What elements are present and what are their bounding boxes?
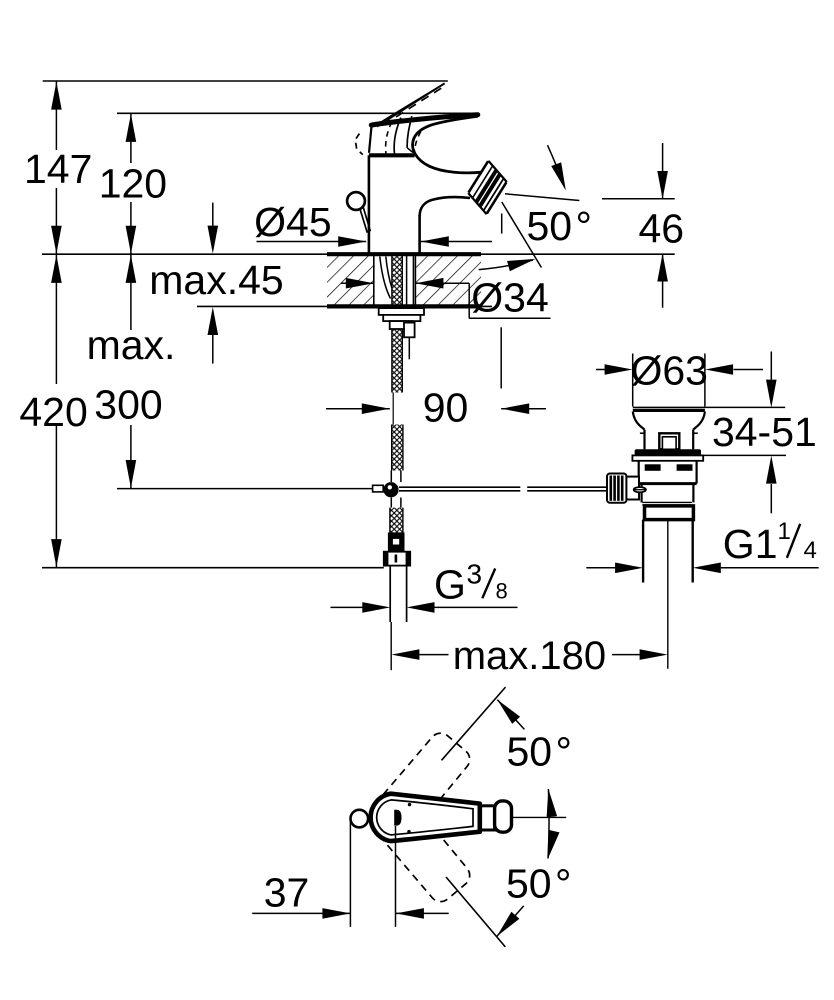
- svg-text:Ø45: Ø45: [254, 199, 332, 245]
- svg-text:1: 1: [778, 518, 791, 545]
- svg-text:G: G: [434, 562, 466, 608]
- svg-text:50 °: 50 °: [506, 861, 571, 907]
- svg-text:46: 46: [638, 205, 684, 251]
- svg-text:50 °: 50 °: [527, 203, 592, 249]
- svg-text:Ø63: Ø63: [630, 347, 708, 393]
- svg-text:G1: G1: [723, 521, 778, 567]
- svg-text:4: 4: [804, 537, 817, 564]
- svg-text:max.45: max.45: [149, 257, 283, 303]
- svg-text:120: 120: [99, 161, 167, 207]
- svg-text:37: 37: [264, 870, 310, 916]
- svg-text:max.: max.: [87, 322, 176, 368]
- svg-text:420: 420: [19, 389, 87, 435]
- svg-text:300: 300: [94, 381, 162, 427]
- svg-text:50 °: 50 °: [507, 729, 572, 775]
- svg-text:34-51: 34-51: [712, 409, 817, 455]
- svg-text:3: 3: [467, 558, 483, 589]
- svg-text:90: 90: [423, 385, 469, 431]
- svg-text:147: 147: [24, 146, 92, 192]
- svg-text:8: 8: [496, 579, 508, 604]
- svg-text:max.180: max.180: [453, 634, 606, 678]
- svg-text:Ø34: Ø34: [471, 275, 549, 321]
